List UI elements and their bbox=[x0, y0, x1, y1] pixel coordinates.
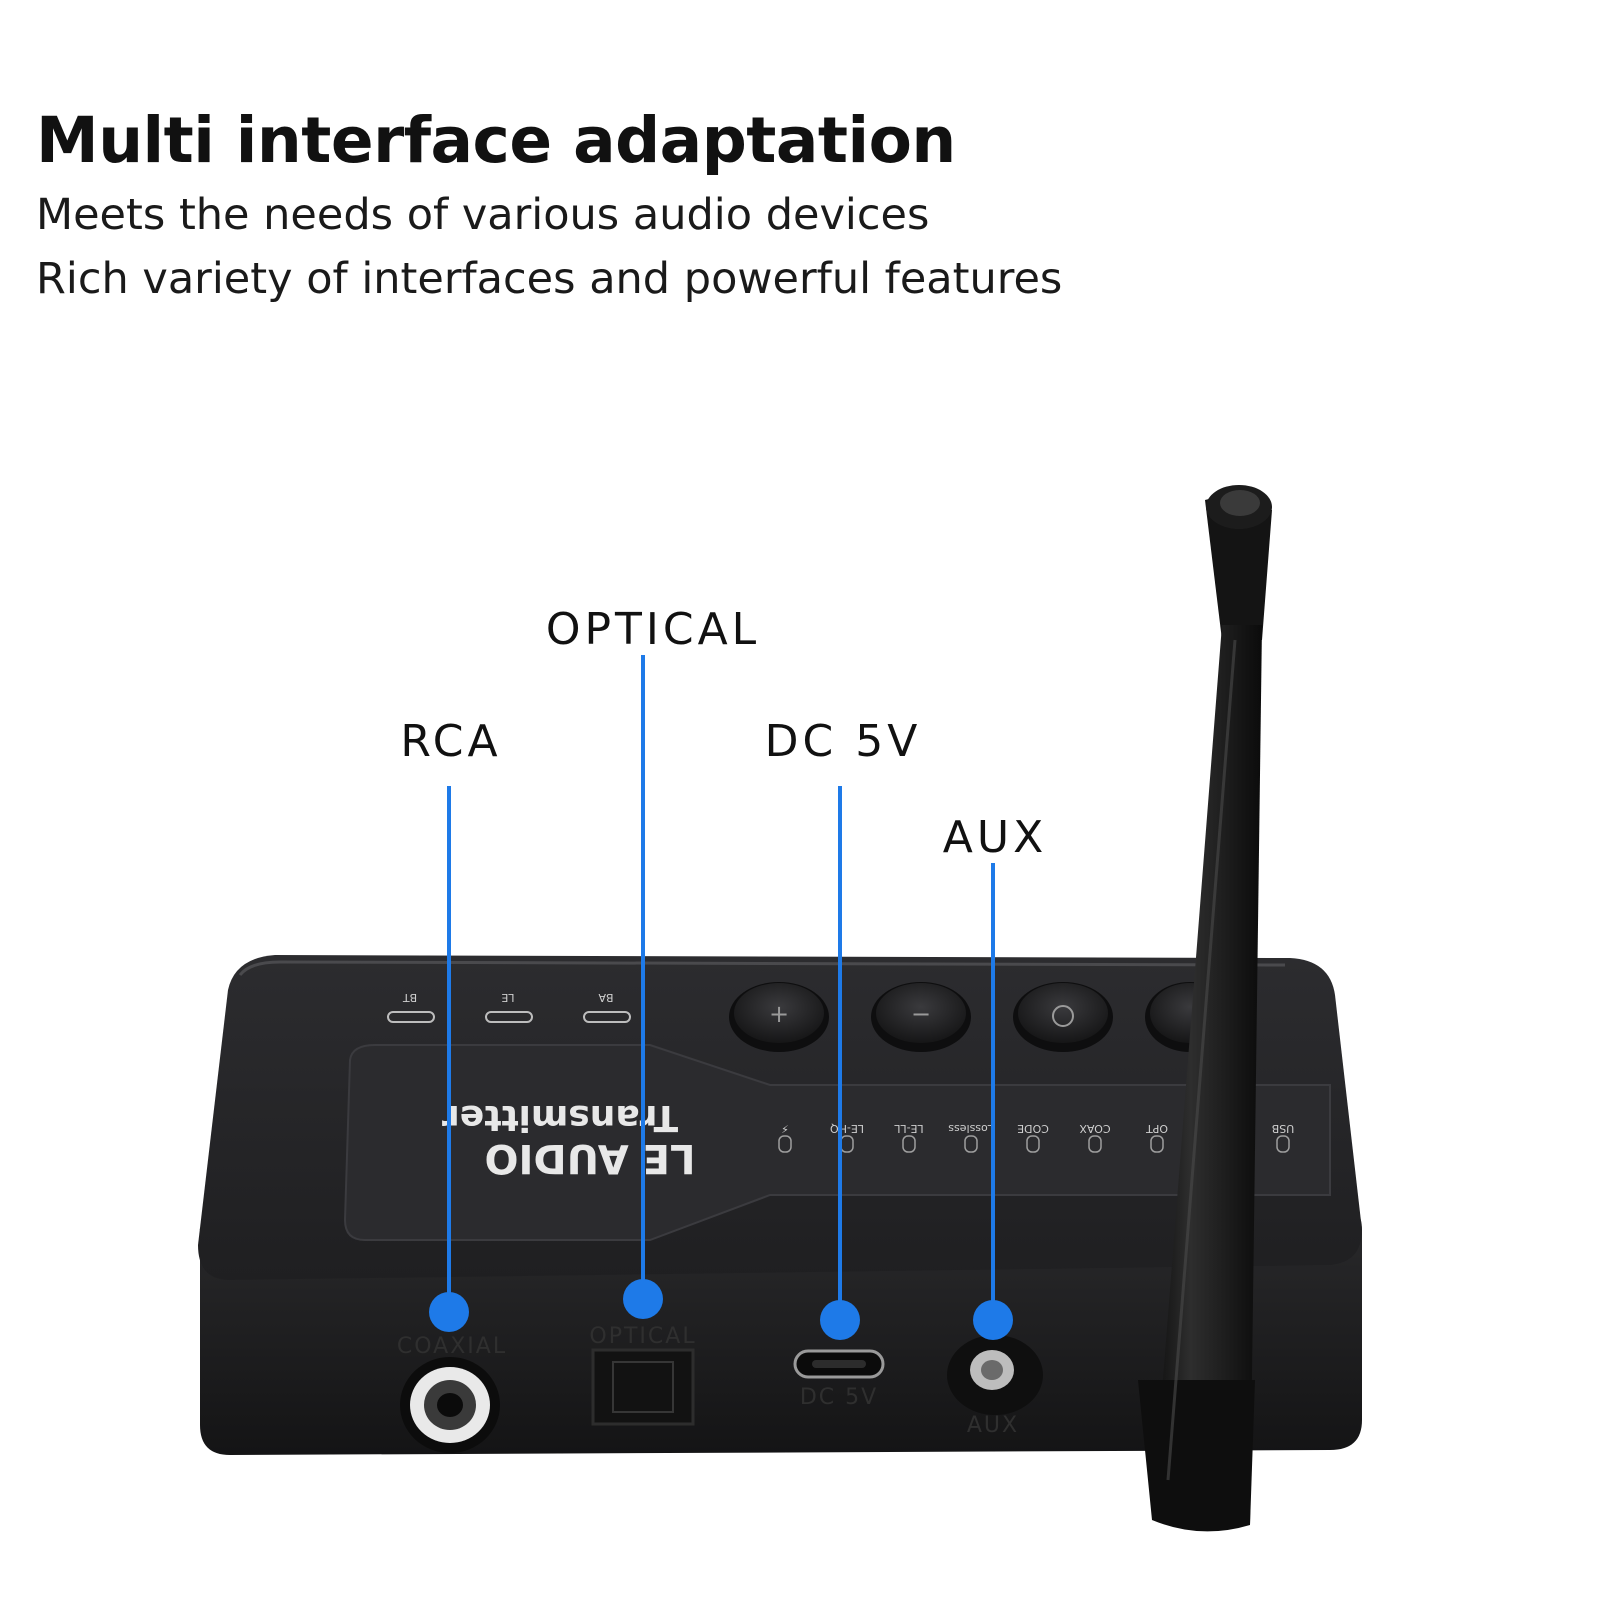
mode-indicators: BT LE BA bbox=[387, 991, 631, 1023]
svg-text:Lossless: Lossless bbox=[948, 1122, 994, 1135]
antenna bbox=[1138, 485, 1272, 1532]
led-lossless: Lossless bbox=[948, 1122, 994, 1153]
callout-label-aux: AUX bbox=[942, 812, 1048, 863]
aux-port: AUX bbox=[947, 1335, 1043, 1438]
svg-text:CODE: CODE bbox=[1017, 1122, 1049, 1135]
callout-dc-5v bbox=[820, 786, 860, 1340]
svg-text:LE-HQ: LE-HQ bbox=[830, 1122, 864, 1135]
coaxial-port-label: COAXIAL bbox=[397, 1334, 507, 1359]
dc-5v-port-label: DC 5V bbox=[800, 1385, 878, 1410]
svg-text:COAX: COAX bbox=[1079, 1122, 1111, 1135]
dc-5v-port: DC 5V bbox=[793, 1349, 885, 1410]
optical-port: OPTICAL bbox=[589, 1324, 696, 1426]
svg-text:OPT: OPT bbox=[1146, 1122, 1168, 1135]
callout-rca bbox=[429, 786, 469, 1332]
callout-aux bbox=[973, 863, 1013, 1340]
mode-label-bt: BT bbox=[403, 991, 418, 1004]
volume-up-button[interactable]: + bbox=[729, 982, 829, 1052]
indicator-leds: ⚡ LE-HQ LE-LL Lossless CODE COAX OPT US bbox=[778, 1122, 1295, 1153]
led-opt: OPT bbox=[1146, 1122, 1168, 1153]
mode-label-ba: BA bbox=[598, 991, 614, 1004]
headline: Multi interface adaptation bbox=[36, 104, 956, 177]
plus-icon: + bbox=[769, 1000, 789, 1028]
svg-text:USB: USB bbox=[1272, 1122, 1295, 1135]
callout-label-rca: RCA bbox=[400, 716, 502, 767]
volume-down-button[interactable]: − bbox=[871, 982, 971, 1052]
power-icon bbox=[1052, 1005, 1074, 1027]
subheading-line-2: Rich variety of interfaces and powerful … bbox=[36, 254, 1063, 304]
led-usb: USB bbox=[1272, 1122, 1295, 1153]
subheading-line-1: Meets the needs of various audio devices bbox=[36, 190, 930, 240]
coaxial-port: COAXIAL bbox=[397, 1334, 507, 1453]
power-button[interactable] bbox=[1013, 982, 1113, 1052]
led-code: CODE bbox=[1017, 1122, 1049, 1153]
callout-optical bbox=[623, 655, 663, 1319]
led-power: ⚡ bbox=[778, 1122, 792, 1153]
mode-label-le: LE bbox=[501, 991, 514, 1004]
aux-port-label: AUX bbox=[967, 1413, 1019, 1438]
led-coax: COAX bbox=[1079, 1122, 1111, 1153]
minus-icon: − bbox=[911, 1000, 931, 1028]
callout-label-dc-5v: DC 5V bbox=[764, 716, 922, 767]
svg-text:LE-LL: LE-LL bbox=[893, 1122, 923, 1135]
display-panel bbox=[343, 1044, 1331, 1241]
brand-line-2: Transmitter bbox=[442, 1097, 678, 1138]
optical-port-label: OPTICAL bbox=[589, 1324, 696, 1349]
callout-label-optical: OPTICAL bbox=[545, 604, 761, 655]
svg-text:⚡: ⚡ bbox=[781, 1122, 789, 1135]
brand-line-1: LE AUDIO bbox=[484, 1135, 695, 1181]
led-le-ll: LE-LL bbox=[893, 1122, 924, 1153]
